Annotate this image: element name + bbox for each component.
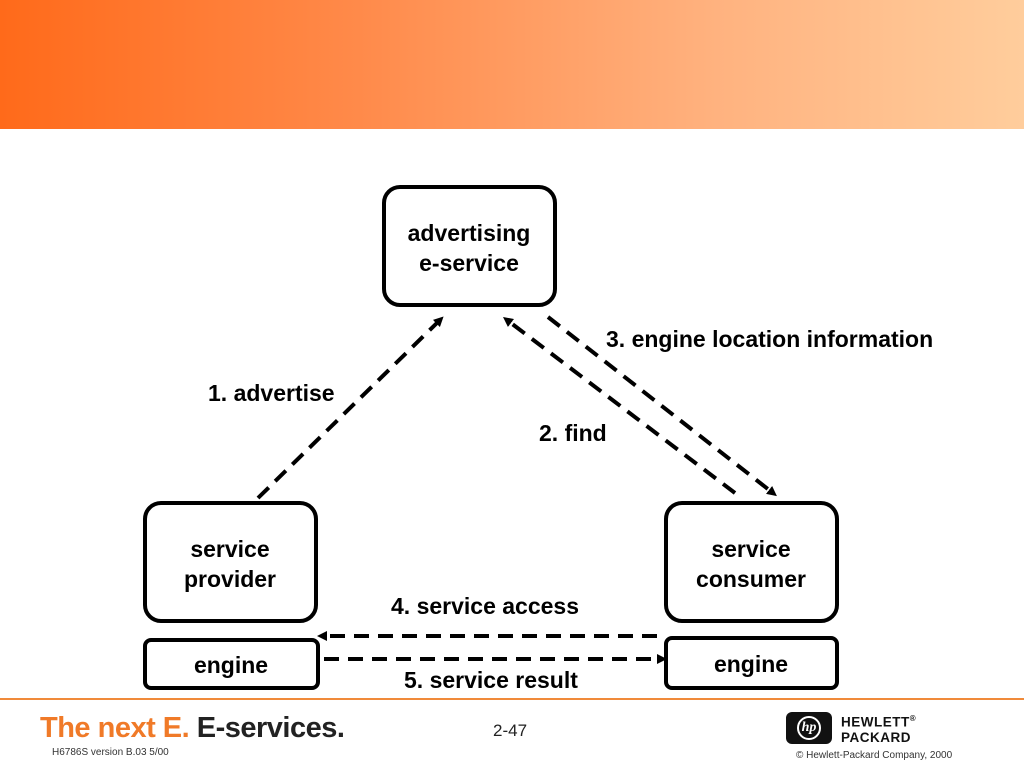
header-band: [0, 0, 1024, 129]
node-provider-line1: service: [190, 536, 269, 562]
node-consumer-line2: consumer: [696, 566, 806, 592]
node-consumer-engine-label: engine: [714, 651, 788, 677]
copyright-text: © Hewlett-Packard Company, 2000: [796, 750, 953, 761]
edge-label-find: 2. find: [539, 420, 607, 446]
edge-label-engine-location: 3. engine location information: [606, 326, 933, 352]
footer-divider: [0, 698, 1024, 700]
node-provider-line2: provider: [184, 566, 276, 592]
node-service-consumer: service consumer: [664, 501, 839, 623]
page-number: 2-47: [493, 721, 528, 740]
brand-tagline-part1: The next E.: [40, 712, 190, 744]
node-advertising-line2: e-service: [419, 250, 519, 276]
node-consumer-engine: engine: [664, 636, 839, 690]
company-name-line2: PACKARD: [841, 729, 911, 745]
node-provider-engine-label: engine: [194, 652, 268, 678]
version-text: H6786S version B.03 5/00: [52, 747, 169, 758]
node-consumer-line1: service: [711, 536, 790, 562]
registered-mark: ®: [909, 714, 917, 723]
hp-logo-icon: hp: [786, 711, 832, 744]
node-advertising-line1: advertising: [408, 220, 531, 246]
edge-label-service-result: 5. service result: [404, 667, 578, 693]
node-service-provider: service provider: [143, 501, 318, 623]
edge-label-advertise: 1. advertise: [208, 380, 335, 406]
brand-tagline-part2: E-services.: [196, 712, 345, 744]
flow-diagram: advertising e-service service provider s…: [143, 185, 933, 693]
company-name: HEWLETT® PACKARD: [841, 711, 916, 745]
company-name-line1: HEWLETT: [841, 714, 910, 730]
edge-advertise: [256, 316, 444, 500]
hp-logo: hp HEWLETT® PACKARD: [786, 711, 916, 745]
brand-tagline: The next E. E-services.: [40, 712, 345, 745]
node-advertising-e-service: advertising e-service: [382, 185, 557, 307]
edge-label-service-access: 4. service access: [391, 593, 579, 619]
node-provider-engine: engine: [143, 638, 320, 690]
